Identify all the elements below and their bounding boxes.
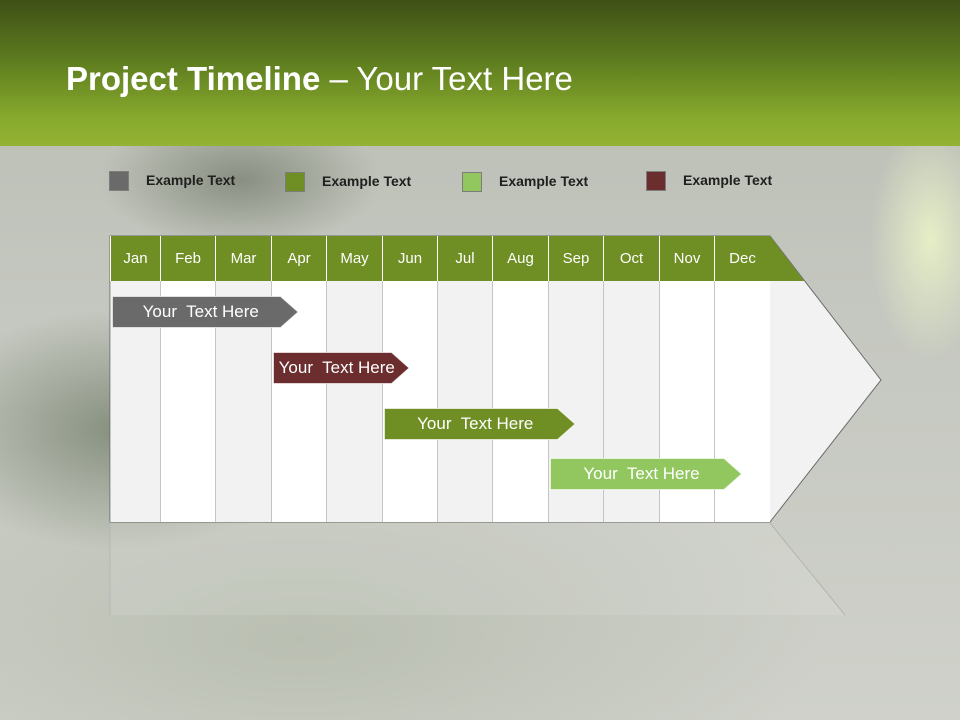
month-header-oct: Oct [603, 236, 659, 281]
legend-label: Example Text [322, 173, 412, 189]
month-column-jun [382, 281, 437, 522]
task-label: Your Text Here [278, 358, 395, 377]
title-bar: Project Timeline – Your Text Here [0, 0, 960, 146]
month-header-jul: Jul [437, 236, 492, 281]
task-arrow-fill [112, 296, 299, 328]
month-header-may: May [326, 236, 382, 281]
legend-swatch-light-green [462, 172, 482, 192]
slide-title-bold: Project Timeline [66, 60, 321, 97]
month-header-mar: Mar [215, 236, 271, 281]
slide-title-rest: – Your Text Here [320, 60, 573, 97]
reflection-edge [769, 522, 846, 616]
timeline-arrow-header-tip [770, 236, 804, 281]
task-arrow-shape [112, 296, 299, 328]
task-arrow-shape [550, 458, 742, 490]
month-column-may [326, 281, 382, 522]
task-arrow-fill [273, 352, 410, 384]
month-header-dec: Dec [714, 236, 770, 281]
month-header-jun: Jun [382, 236, 437, 281]
month-header-sep: Sep [548, 236, 603, 281]
slide-title: Project Timeline – Your Text Here [66, 60, 573, 98]
month-header-aug: Aug [492, 236, 548, 281]
legend-swatch-olive [285, 172, 305, 192]
legend-swatch-gray [109, 171, 129, 191]
month-header-apr: Apr [271, 236, 326, 281]
month-column-aug [492, 281, 548, 522]
legend-label: Example Text [146, 172, 236, 188]
legend-swatch-maroon [646, 171, 666, 191]
task-label: Your Text Here [142, 302, 259, 321]
month-header-jan: Jan [110, 236, 160, 281]
month-column-jul [437, 281, 492, 522]
timeline-reflection [110, 523, 845, 615]
month-header-nov: Nov [659, 236, 714, 281]
task-arrow-fill [550, 458, 742, 490]
task-arrow-shape [384, 408, 576, 440]
task-arrow-fill [384, 408, 576, 440]
task-label: Your Text Here [417, 414, 534, 433]
month-header-feb: Feb [160, 236, 215, 281]
task-arrow-shape [273, 352, 410, 384]
task-label: Your Text Here [583, 464, 700, 483]
legend-label: Example Text [499, 173, 589, 189]
legend-label: Example Text [683, 172, 773, 188]
